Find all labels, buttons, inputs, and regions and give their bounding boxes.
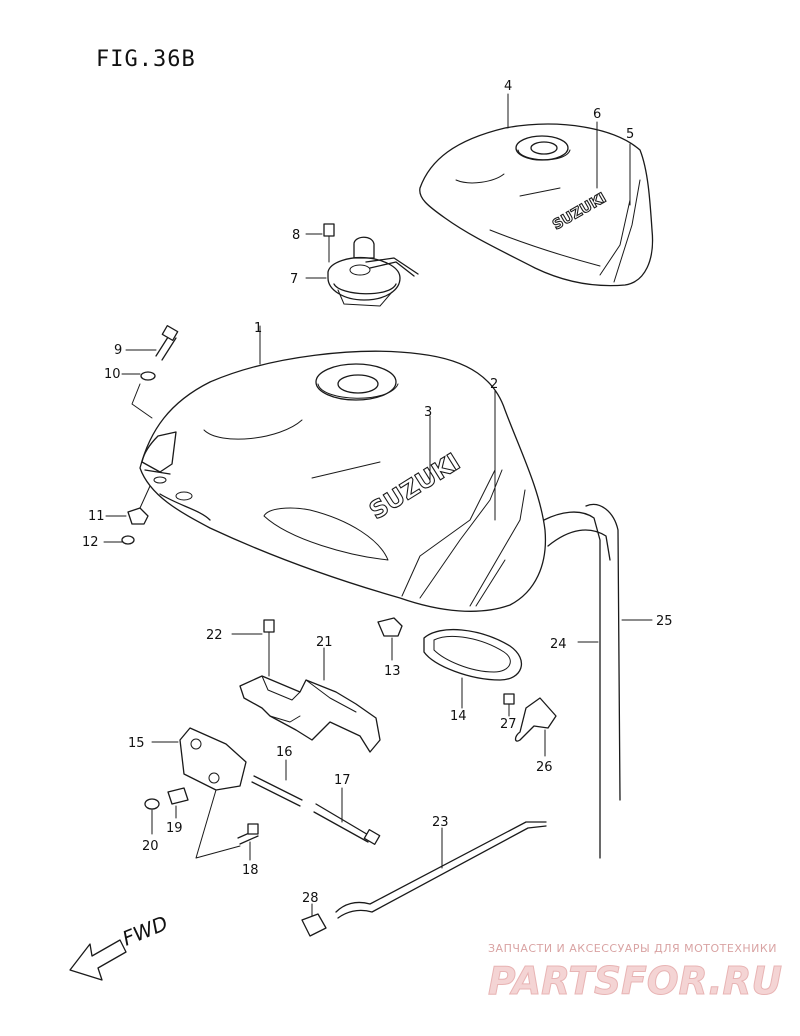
callout-13: 13: [384, 664, 401, 679]
mount-15-drawing: [144, 727, 247, 859]
callout-7: 7: [290, 272, 298, 287]
clamp-parts-drawing: [503, 693, 557, 757]
callout-22: 22: [206, 628, 223, 643]
prop-rod-drawing: [301, 821, 547, 937]
bracket-21-drawing: [231, 619, 381, 753]
callout-20: 20: [142, 839, 159, 854]
cover-brand-mark: SUZUKI: [550, 190, 609, 233]
rods-drawing: [237, 759, 381, 861]
watermark-logo: PARTSFOR.RU: [488, 959, 782, 1003]
callout-16: 16: [276, 745, 293, 760]
callout-27: 27: [500, 717, 517, 732]
seal-14-drawing: [423, 628, 522, 709]
watermark: ЗАПЧАСТИ И АКСЕССУАРЫ ДЛЯ МОТОТЕХНИКИ PA…: [488, 942, 783, 1004]
callout-24: 24: [550, 637, 567, 652]
callout-15: 15: [128, 736, 145, 751]
grommet-parts-drawing: [103, 476, 193, 545]
callout-3: 3: [424, 405, 432, 420]
callout-labels: 1 2 3 4 5 6 7 8 9 10 11 12 13 14 15 16 1…: [82, 79, 673, 906]
callout-17: 17: [334, 773, 351, 788]
damper-13-drawing: [377, 617, 403, 661]
callout-23: 23: [432, 815, 449, 830]
fuel-tank-drawing: SUZUKI: [139, 325, 547, 612]
callout-6: 6: [593, 107, 601, 122]
callout-4: 4: [504, 79, 512, 94]
callout-2: 2: [490, 377, 498, 392]
tank-cover-drawing: SUZUKI: [419, 93, 654, 287]
callout-28: 28: [302, 891, 319, 906]
figure-title: FIG.36B: [96, 47, 196, 72]
callout-14: 14: [450, 709, 467, 724]
callout-12: 12: [82, 535, 99, 550]
callout-25: 25: [656, 614, 673, 629]
tank-bolt-drawing: [121, 325, 179, 419]
callout-5: 5: [626, 127, 634, 142]
callout-1: 1: [254, 321, 262, 336]
callout-19: 19: [166, 821, 183, 836]
callout-9: 9: [114, 343, 122, 358]
tank-brand-mark: SUZUKI: [364, 448, 465, 525]
drain-tubes-drawing: [543, 503, 653, 859]
watermark-tagline: ЗАПЧАСТИ И АКСЕССУАРЫ ДЛЯ МОТОТЕХНИКИ: [488, 942, 777, 955]
fwd-arrow-icon: [69, 939, 127, 981]
callout-21: 21: [316, 635, 333, 650]
callout-8: 8: [292, 228, 300, 243]
callout-10: 10: [104, 367, 121, 382]
callout-11: 11: [88, 509, 105, 524]
callout-18: 18: [242, 863, 259, 878]
fuel-cap-drawing: [305, 223, 419, 307]
callout-26: 26: [536, 760, 553, 775]
fwd-label: FWD: [119, 911, 171, 951]
forward-direction-indicator: FWD: [69, 911, 171, 981]
